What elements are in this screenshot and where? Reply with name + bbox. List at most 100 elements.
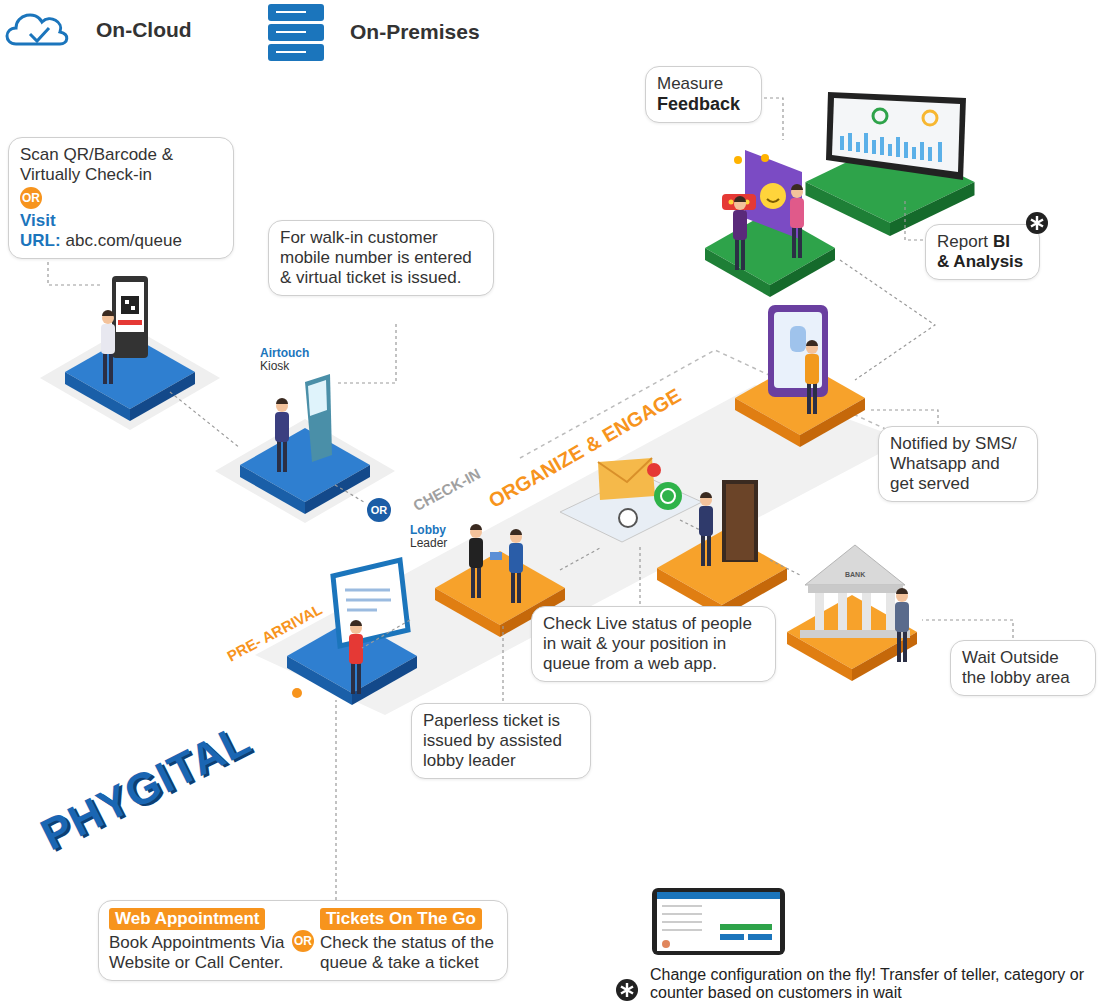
- tablet: [657, 892, 780, 951]
- airtouch-kiosk: [308, 380, 327, 416]
- building-sign: BANK: [845, 571, 865, 578]
- or-circle: OR: [365, 496, 393, 524]
- door: [657, 480, 787, 617]
- tablet: [748, 934, 772, 940]
- leader-lines: [922, 620, 1013, 638]
- callout-box: Wait Outside the lobby area: [950, 640, 1096, 696]
- laptop-station: [345, 590, 391, 610]
- tablet: [657, 892, 780, 899]
- bank-building: [895, 588, 909, 662]
- text: Paperless ticket is issued by assisted l…: [423, 711, 562, 770]
- leader-lines: [840, 260, 935, 380]
- text-line: Web Appointment: [109, 908, 286, 933]
- asterisk-icon: [616, 979, 638, 1001]
- dashboard-station: [842, 133, 940, 162]
- text: Check the status of the queue & take a t…: [320, 933, 494, 972]
- dashboard-station: [806, 92, 975, 236]
- leader-lines: [338, 324, 396, 383]
- lobby-leader: [509, 529, 523, 603]
- feedback-station: [705, 150, 835, 297]
- leader-lines: [560, 548, 600, 570]
- asterisk-icon: [616, 979, 638, 1001]
- device-label: Airtouch: [260, 346, 309, 360]
- text-line: Scan QR/Barcode & Virtually Check-in: [20, 145, 222, 185]
- cloud-icon: [7, 15, 67, 44]
- text: Check Live status of people in wait & yo…: [543, 614, 752, 673]
- dashboard-station: [873, 109, 887, 123]
- dashboard-station: [826, 92, 966, 180]
- bank-building: [800, 630, 910, 638]
- laptop-station: [333, 560, 408, 646]
- dashboard-station: [832, 98, 960, 172]
- leader-lines: [335, 700, 336, 900]
- text-line: Book Appointments Via Website or Call Ce…: [109, 933, 286, 973]
- feedback-station: [733, 196, 747, 270]
- cloud-icon: [7, 15, 67, 44]
- callout-box: For walk-in customer mobile number is en…: [268, 220, 494, 296]
- callout-box: ReportBI& Analysis: [925, 224, 1040, 280]
- text: Measure: [657, 74, 723, 93]
- cloud-icon: [30, 28, 49, 41]
- callout-box: Scan QR/Barcode & Virtually Check-inORVi…: [8, 137, 234, 259]
- callout-box: Paperless ticket is issued by assisted l…: [411, 703, 591, 779]
- text: Book Appointments Via Website or Call Ce…: [109, 933, 284, 972]
- feedback-station: [760, 183, 786, 209]
- bank-building: [838, 593, 847, 631]
- or-badge: OR: [20, 187, 42, 209]
- text: abc.com/queue: [66, 231, 182, 250]
- feedback-station: [761, 154, 769, 162]
- role-label: Lobby: [410, 523, 446, 537]
- phone-notification: [598, 458, 652, 482]
- text-line: Measure: [657, 74, 750, 94]
- asterisk-icon: [621, 983, 633, 997]
- qr-kiosk: [116, 282, 144, 332]
- deployment-label: On-Cloud: [96, 18, 192, 42]
- text-line: Visit URL: abc.com/queue: [20, 211, 222, 251]
- text: & Analysis: [937, 252, 1023, 271]
- phone-notification: [598, 458, 655, 500]
- qr-kiosk: [131, 306, 135, 310]
- text: BI: [993, 232, 1010, 251]
- text: Wait Outside the lobby area: [962, 648, 1070, 687]
- phone-user: [735, 305, 865, 447]
- illustration: [215, 419, 395, 523]
- text-line: Feedback: [657, 94, 750, 115]
- text-line: Check the status of the queue & take a t…: [320, 933, 497, 973]
- qr-kiosk: [125, 300, 129, 304]
- footnote: Change configuration on the fly! Transfe…: [650, 966, 1098, 1002]
- text: Scan QR/Barcode & Virtually Check-in: [20, 145, 173, 184]
- phone-notification: [654, 482, 682, 510]
- text-line: Check Live status of people in wait & yo…: [543, 614, 764, 674]
- leader-lines: [680, 520, 700, 530]
- role-label: Leader: [410, 536, 447, 550]
- bank-building: [787, 545, 917, 681]
- leader-lines: [639, 545, 640, 604]
- stage-label: CHECK-IN: [410, 464, 483, 513]
- laptop-station: [292, 688, 302, 698]
- tablet: [720, 924, 772, 930]
- title-word: PHYGITAL: [32, 714, 258, 860]
- text: For walk-in customer mobile number is en…: [280, 228, 472, 287]
- text: OR: [371, 504, 388, 516]
- leader-lines: [770, 560, 800, 575]
- qr-kiosk: [112, 276, 148, 358]
- phone-notification: [560, 458, 702, 542]
- bank-building: [808, 585, 903, 593]
- phone-notification: [647, 463, 661, 477]
- text: Visit URL:: [20, 211, 61, 250]
- leader-lines: [170, 392, 240, 448]
- lobby-leader: [469, 524, 483, 598]
- server-icon: [276, 12, 306, 52]
- airtouch-kiosk: [275, 398, 289, 472]
- tablet: [652, 888, 785, 955]
- feedback-station: [734, 156, 742, 164]
- device-label: Kiosk: [260, 359, 289, 373]
- dashboard-station: [923, 111, 937, 125]
- feedback-station: [790, 184, 804, 258]
- phone-user: [768, 305, 828, 397]
- bank-building: [862, 593, 871, 631]
- tablet: [720, 934, 744, 940]
- phone-notification: [619, 509, 637, 527]
- leader-lines: [868, 410, 938, 424]
- airtouch-kiosk: [305, 374, 332, 462]
